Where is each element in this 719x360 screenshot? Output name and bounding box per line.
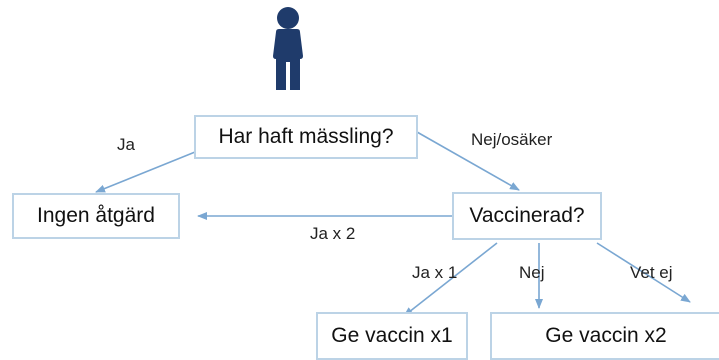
node-vaccinated: Vaccinerad?	[452, 192, 602, 240]
edge-label-nej: Nej	[519, 263, 545, 282]
arrow-vet-ej	[596, 242, 691, 303]
arrow-nej-osaker	[416, 131, 520, 191]
node-had-measles: Har haft mässling?	[194, 115, 418, 159]
flowchart: Har haft mässling? Ingen åtgärd Vacciner…	[12, 7, 719, 360]
arrow-ja-x1	[403, 242, 498, 317]
node-no-action: Ingen åtgärd	[12, 193, 180, 239]
edge-label-nej-osaker: Nej/osäker	[471, 130, 553, 149]
edge-label-ja: Ja	[117, 135, 135, 154]
node-give-vaccine-x1: Ge vaccin x1	[316, 312, 468, 360]
edge-label-ja-x2: Ja x 2	[310, 224, 356, 243]
node-give-vaccine-x2: Ge vaccin x2	[490, 312, 719, 360]
person-icon	[273, 7, 303, 90]
edge-label-ja-x1: Ja x 1	[412, 263, 458, 282]
arrows-layer	[95, 131, 691, 317]
arrow-ja	[95, 149, 201, 193]
edge-label-vet-ej: Vet ej	[630, 263, 673, 282]
